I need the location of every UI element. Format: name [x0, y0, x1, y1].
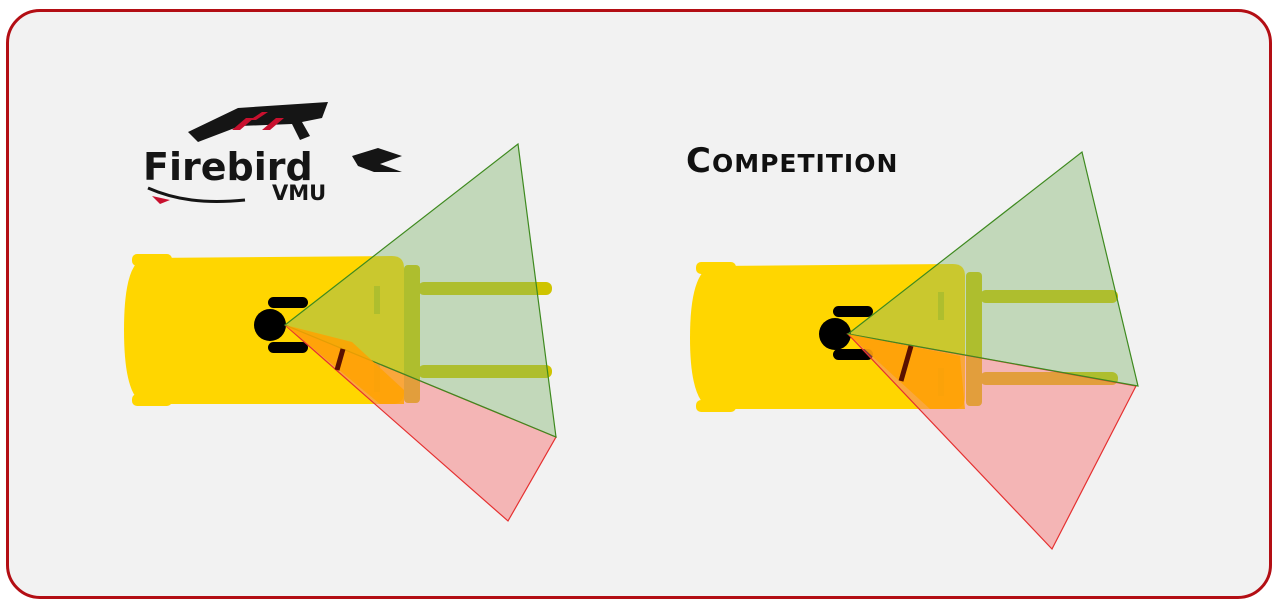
forklift-corner [696, 262, 736, 274]
driver-head [819, 318, 851, 350]
forklift-corner [132, 254, 172, 266]
driver-shoulder [268, 342, 308, 353]
forklift-corner [132, 394, 172, 406]
competition-title: COMPETITION [686, 141, 898, 181]
firebird-logo: Firebird VMU [143, 102, 402, 205]
logo-sub-text: VMU [272, 181, 326, 205]
competition-forklift [690, 152, 1138, 549]
driver-shoulder [833, 306, 873, 317]
logo-roof-shape [188, 102, 328, 142]
comparison-diagram: Firebird VMU COMPETITION [0, 0, 1280, 586]
logo-red-accent [152, 196, 170, 204]
driver-shoulder [268, 297, 308, 308]
driver-head [254, 309, 286, 341]
bird-head-icon [352, 148, 402, 172]
forklift-corner [696, 400, 736, 412]
